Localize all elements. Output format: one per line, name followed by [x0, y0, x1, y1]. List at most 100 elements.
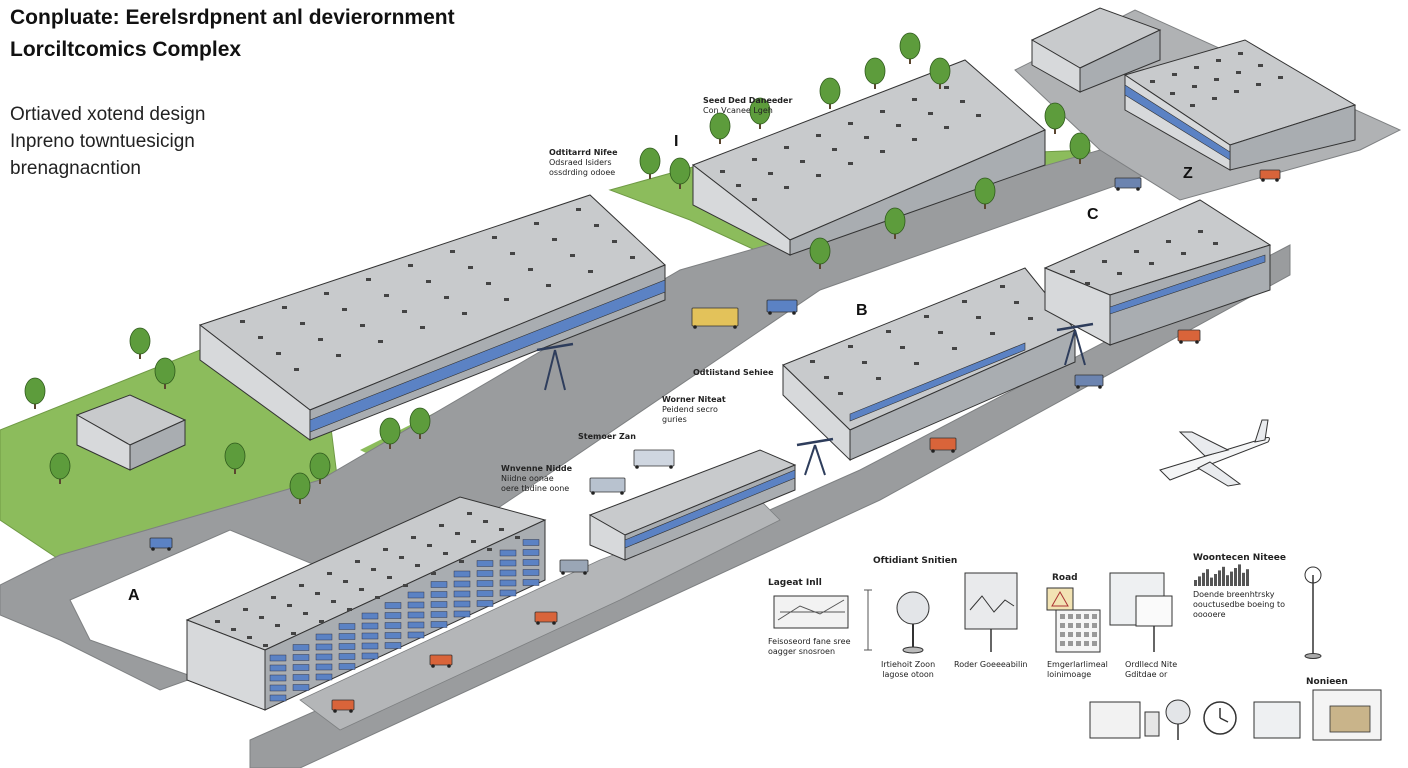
far-right-building-roof-vent	[1213, 242, 1218, 245]
main-warehouse-roof-vent	[450, 250, 455, 253]
vehicle-wheel	[151, 547, 155, 551]
tree-icon	[379, 417, 401, 445]
storage-rack-window	[338, 653, 356, 660]
top-warehouse-roof-vent	[736, 184, 741, 187]
truck-icon	[633, 449, 675, 467]
storage-rack-window	[499, 579, 517, 587]
storage-building-roof-vent	[355, 560, 360, 563]
main-warehouse-roof-vent	[576, 208, 581, 211]
top-right-large-roof-vent	[1212, 97, 1217, 100]
top-right-large-roof-vent	[1194, 66, 1199, 69]
crane-icon	[536, 342, 574, 352]
storage-rack-window	[430, 591, 448, 598]
vehicle-wheel	[635, 465, 639, 469]
calendar-cell	[1076, 641, 1081, 646]
main-warehouse-roof-vent	[384, 294, 389, 297]
top-right-large-roof-vent	[1214, 78, 1219, 81]
calendar-cell	[1068, 632, 1073, 637]
top-right-large-roof-vent	[1150, 80, 1155, 83]
cabinet-icon	[1144, 711, 1160, 737]
truck-icon	[1114, 177, 1142, 189]
vehicle-wheel	[1098, 385, 1102, 389]
vehicle-wheel	[693, 325, 697, 329]
bar-chart-icon	[1194, 580, 1197, 586]
right-mid-building-roof-vent	[1000, 285, 1005, 288]
tree-icon	[309, 452, 331, 480]
main-warehouse-roof-vent	[402, 310, 407, 313]
storage-rack-window	[476, 580, 494, 587]
top-warehouse-roof-vent	[880, 110, 885, 113]
main-warehouse-roof-vent	[378, 340, 383, 343]
legend-desc: Feisoseord fane sree oagger snosroen	[768, 637, 851, 656]
top-right-large-roof-vent	[1236, 71, 1241, 74]
main-warehouse-roof-vent	[504, 298, 509, 301]
tree-icon	[49, 452, 71, 480]
vehicle-wheel	[552, 621, 556, 625]
bar-chart-icon	[1206, 569, 1209, 586]
small-office	[75, 394, 187, 471]
top-right-large-roof-vent	[1256, 83, 1261, 86]
far-right-building-roof-vent	[1134, 250, 1139, 253]
globe-base	[902, 646, 924, 654]
crane-leg	[554, 349, 566, 391]
bar-chart-icon	[1218, 570, 1221, 586]
storage-rack-window	[453, 590, 471, 598]
storage-building-roof-vent	[259, 616, 264, 619]
storage-rack-window	[499, 569, 517, 577]
storage-rack-window	[522, 579, 540, 586]
storage-building-roof-vent	[383, 548, 388, 551]
right-mid-building-roof-vent	[990, 332, 995, 335]
storage-rack-window	[407, 601, 425, 609]
main-warehouse-roof-vent	[426, 280, 431, 283]
top-warehouse-roof-vent	[768, 172, 773, 175]
zone-label-a: A	[128, 587, 140, 604]
legend-station-title: Oftidiant Snitien	[873, 556, 958, 566]
top-warehouse-roof-vent	[864, 136, 869, 139]
storage-building-roof-vent	[327, 572, 332, 575]
storage-rack-window	[361, 622, 379, 630]
storage-building-roof-vent	[411, 536, 416, 539]
clock-hand	[1219, 717, 1229, 723]
callout-upper-left: Odtitarrd Nifee Odsraed Isiders ossdrdin…	[549, 148, 618, 177]
vehicle-wheel	[1179, 340, 1183, 344]
legend-road-title: Road	[1052, 573, 1078, 583]
storage-rack-window	[384, 642, 402, 649]
storage-building-roof-vent	[343, 580, 348, 583]
main-warehouse	[198, 194, 666, 441]
tree-icon	[154, 357, 176, 385]
right-mid-building-blue-band	[849, 342, 1026, 422]
subtitle-line1: Ortiaved xotend design	[10, 104, 206, 125]
calendar-cell	[1060, 641, 1065, 646]
far-right-building-roof-vent	[1149, 262, 1154, 265]
storage-building-roof-vent	[371, 568, 376, 571]
calendar-cell	[1060, 632, 1065, 637]
main-warehouse-roof-vent	[462, 312, 467, 315]
main-warehouse-roof-vent	[408, 264, 413, 267]
legend-title: Lageat Inll	[768, 578, 822, 588]
storage-rack-window	[384, 602, 402, 609]
crane-icon	[796, 437, 834, 447]
calendar-cell	[1092, 641, 1097, 646]
top-warehouse-roof-vent	[752, 198, 757, 201]
tree-icon	[129, 327, 151, 355]
main-warehouse-roof-vent	[528, 268, 533, 271]
vehicle-wheel	[768, 311, 772, 315]
truck-icon	[691, 307, 739, 327]
top-right-small	[1030, 7, 1162, 93]
subtitle-line3: brenagnacntion	[10, 158, 141, 179]
storage-rack-window	[430, 581, 448, 588]
top-right-large-roof-vent	[1190, 104, 1195, 107]
right-mid-building-roof-vent	[1028, 317, 1033, 320]
top-warehouse-roof-vent	[912, 98, 917, 101]
calendar-cell	[1060, 614, 1065, 619]
right-mid-building-roof-vent	[914, 362, 919, 365]
top-warehouse-roof-vent	[800, 160, 805, 163]
storage-rack-window	[407, 631, 425, 639]
storage-building-roof-vent	[415, 564, 420, 567]
far-right-building-roof-vent	[1085, 282, 1090, 285]
storage-building-roof-vent	[439, 524, 444, 527]
top-warehouse-roof-vent	[880, 150, 885, 153]
calendar-cell	[1068, 641, 1073, 646]
